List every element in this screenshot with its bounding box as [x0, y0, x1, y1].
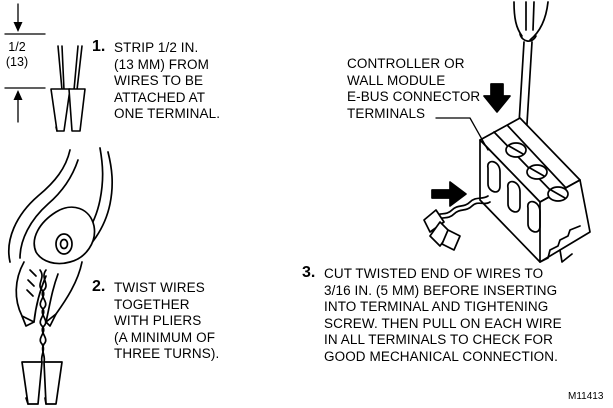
step-2-line-5: THREE TURNS).: [114, 346, 220, 361]
step-2-number: 2.: [92, 278, 106, 295]
step-3-line-3: INTO TERMINAL AND TIGHTENING: [324, 299, 549, 314]
step-2-line-1: TWIST WIRES: [114, 280, 205, 295]
step-3-number: 3.: [302, 264, 316, 281]
terminal-label: CONTROLLER OR WALL MODULE E-BUS CONNECTO…: [347, 56, 480, 122]
step-1-number: 1.: [92, 38, 106, 55]
step-3-line-6: GOOD MECHANICAL CONNECTION.: [324, 348, 558, 364]
step-3-line-5: IN ALL TERMINALS TO CHECK FOR: [324, 332, 553, 347]
dimension-label: 1/2 (13): [2, 40, 32, 70]
step-3-line-4: SCREW. THEN PULL ON EACH WIRE: [324, 315, 562, 331]
terminal-label-line-3: E-BUS CONNECTOR: [347, 89, 481, 104]
step-1-line-3: WIRES TO BE: [114, 73, 204, 88]
terminal-label-line-1: CONTROLLER OR: [347, 56, 465, 71]
terminal-label-line-4: TERMINALS: [347, 105, 426, 121]
step-2-text: TWIST WIRES TOGETHER WITH PLIERS (A MINI…: [114, 280, 219, 363]
figure-code: M11413: [568, 391, 604, 402]
step-1-line-5: ONE TERMINAL.: [114, 106, 221, 121]
dimension-fraction: 1/2: [8, 40, 26, 54]
step-1-text: STRIP 1/2 IN. (13 MM) FROM WIRES TO BE A…: [114, 40, 220, 123]
step-1-line-2: (13 MM) FROM: [114, 56, 209, 72]
step-3-text: CUT TWISTED END OF WIRES TO 3/16 IN. (5 …: [324, 266, 562, 365]
step-2-line-4: (A MINIMUM OF: [114, 329, 216, 345]
step-1-line-1: STRIP 1/2 IN.: [114, 40, 199, 55]
terminal-block-illustration: [423, 1, 591, 263]
stripped-wires-illustration: [4, 3, 86, 132]
step-2-line-2: TOGETHER: [114, 296, 190, 312]
dimension-metric: (13): [5, 55, 29, 69]
step-3-line-1: CUT TWISTED END OF WIRES TO: [324, 266, 544, 281]
step-1-line-4: ATTACHED AT: [114, 89, 206, 105]
step-3-line-2: 3/16 IN. (5 MM) BEFORE INSERTING: [324, 282, 558, 298]
pliers-twisting-illustration: [8, 147, 114, 405]
terminal-label-line-2: WALL MODULE: [347, 72, 446, 88]
step-2-line-3: WITH PLIERS: [114, 313, 202, 328]
